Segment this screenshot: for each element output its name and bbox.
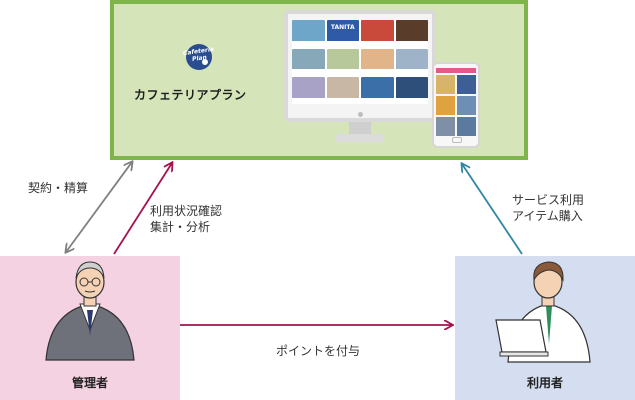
screen-tile [395,77,428,104]
screen-tile [361,77,394,104]
screen-tile-caption [326,69,359,76]
screen-tile-caption [326,40,359,47]
screen-tile-caption [395,69,428,76]
screen-tile [292,77,325,104]
screen-tile-caption [361,40,394,47]
screen-tile [395,20,428,47]
phone-tile [457,96,476,115]
service-label: サービス利用 アイテム購入 [512,192,584,224]
phone-header-bar [436,68,476,73]
screen-tile [326,77,359,104]
smartphone [432,62,480,148]
screen-tile [292,20,325,47]
user-label: 利用者 [526,376,563,390]
screen-tile [361,20,394,47]
points-label: ポイントを付与 [276,344,361,358]
phone-tile [436,96,455,115]
service-label-line2: アイテム購入 [512,209,583,223]
screen-tile-caption [292,69,325,76]
screen-tile-brand: TANITA [330,24,355,31]
monitor-neck [349,122,371,134]
service-label-line1: サービス利用 [512,193,585,207]
cafeteria-plan-logo-icon [186,44,212,70]
phone-tile [457,75,476,94]
screen-tile [292,48,325,76]
phone-tile [436,117,455,136]
phone-screen [436,75,476,136]
monitor-stand [336,134,384,142]
screen-tile-caption [292,40,325,47]
administrator-figure-icon [45,261,135,361]
screen-tile-caption [326,97,359,104]
service-arrow [462,164,523,255]
screen-tile-caption [361,69,394,76]
screen-tile-caption [292,97,325,104]
usage-arrow [113,163,172,255]
contract-label: 契約・精算 [28,181,89,195]
screen-tile-caption [361,97,394,104]
contract-arrow [66,162,132,252]
screen-tile [361,48,394,76]
screen-tile-caption [395,40,428,47]
user-figure-icon [495,261,591,363]
phone-tile [457,117,476,136]
platform-title: カフェテリアプラン [134,88,247,102]
usage-label-line1: 利用状況確認 [150,204,223,218]
screen-tile [395,48,428,76]
screen-tile: TANITA [326,20,359,47]
monitor-logo-icon [358,112,363,117]
phone-home-button-icon [452,137,462,143]
phone-tile [436,75,455,94]
usage-label-line2: 集計・分析 [150,220,211,234]
screen-tile [326,48,359,76]
admin-label: 管理者 [71,376,108,390]
usage-label: 利用状況確認 集計・分析 [150,203,222,235]
screen-tile-caption [395,97,428,104]
monitor-screen: TANITA [292,20,428,104]
logo-cup-icon [202,59,208,65]
